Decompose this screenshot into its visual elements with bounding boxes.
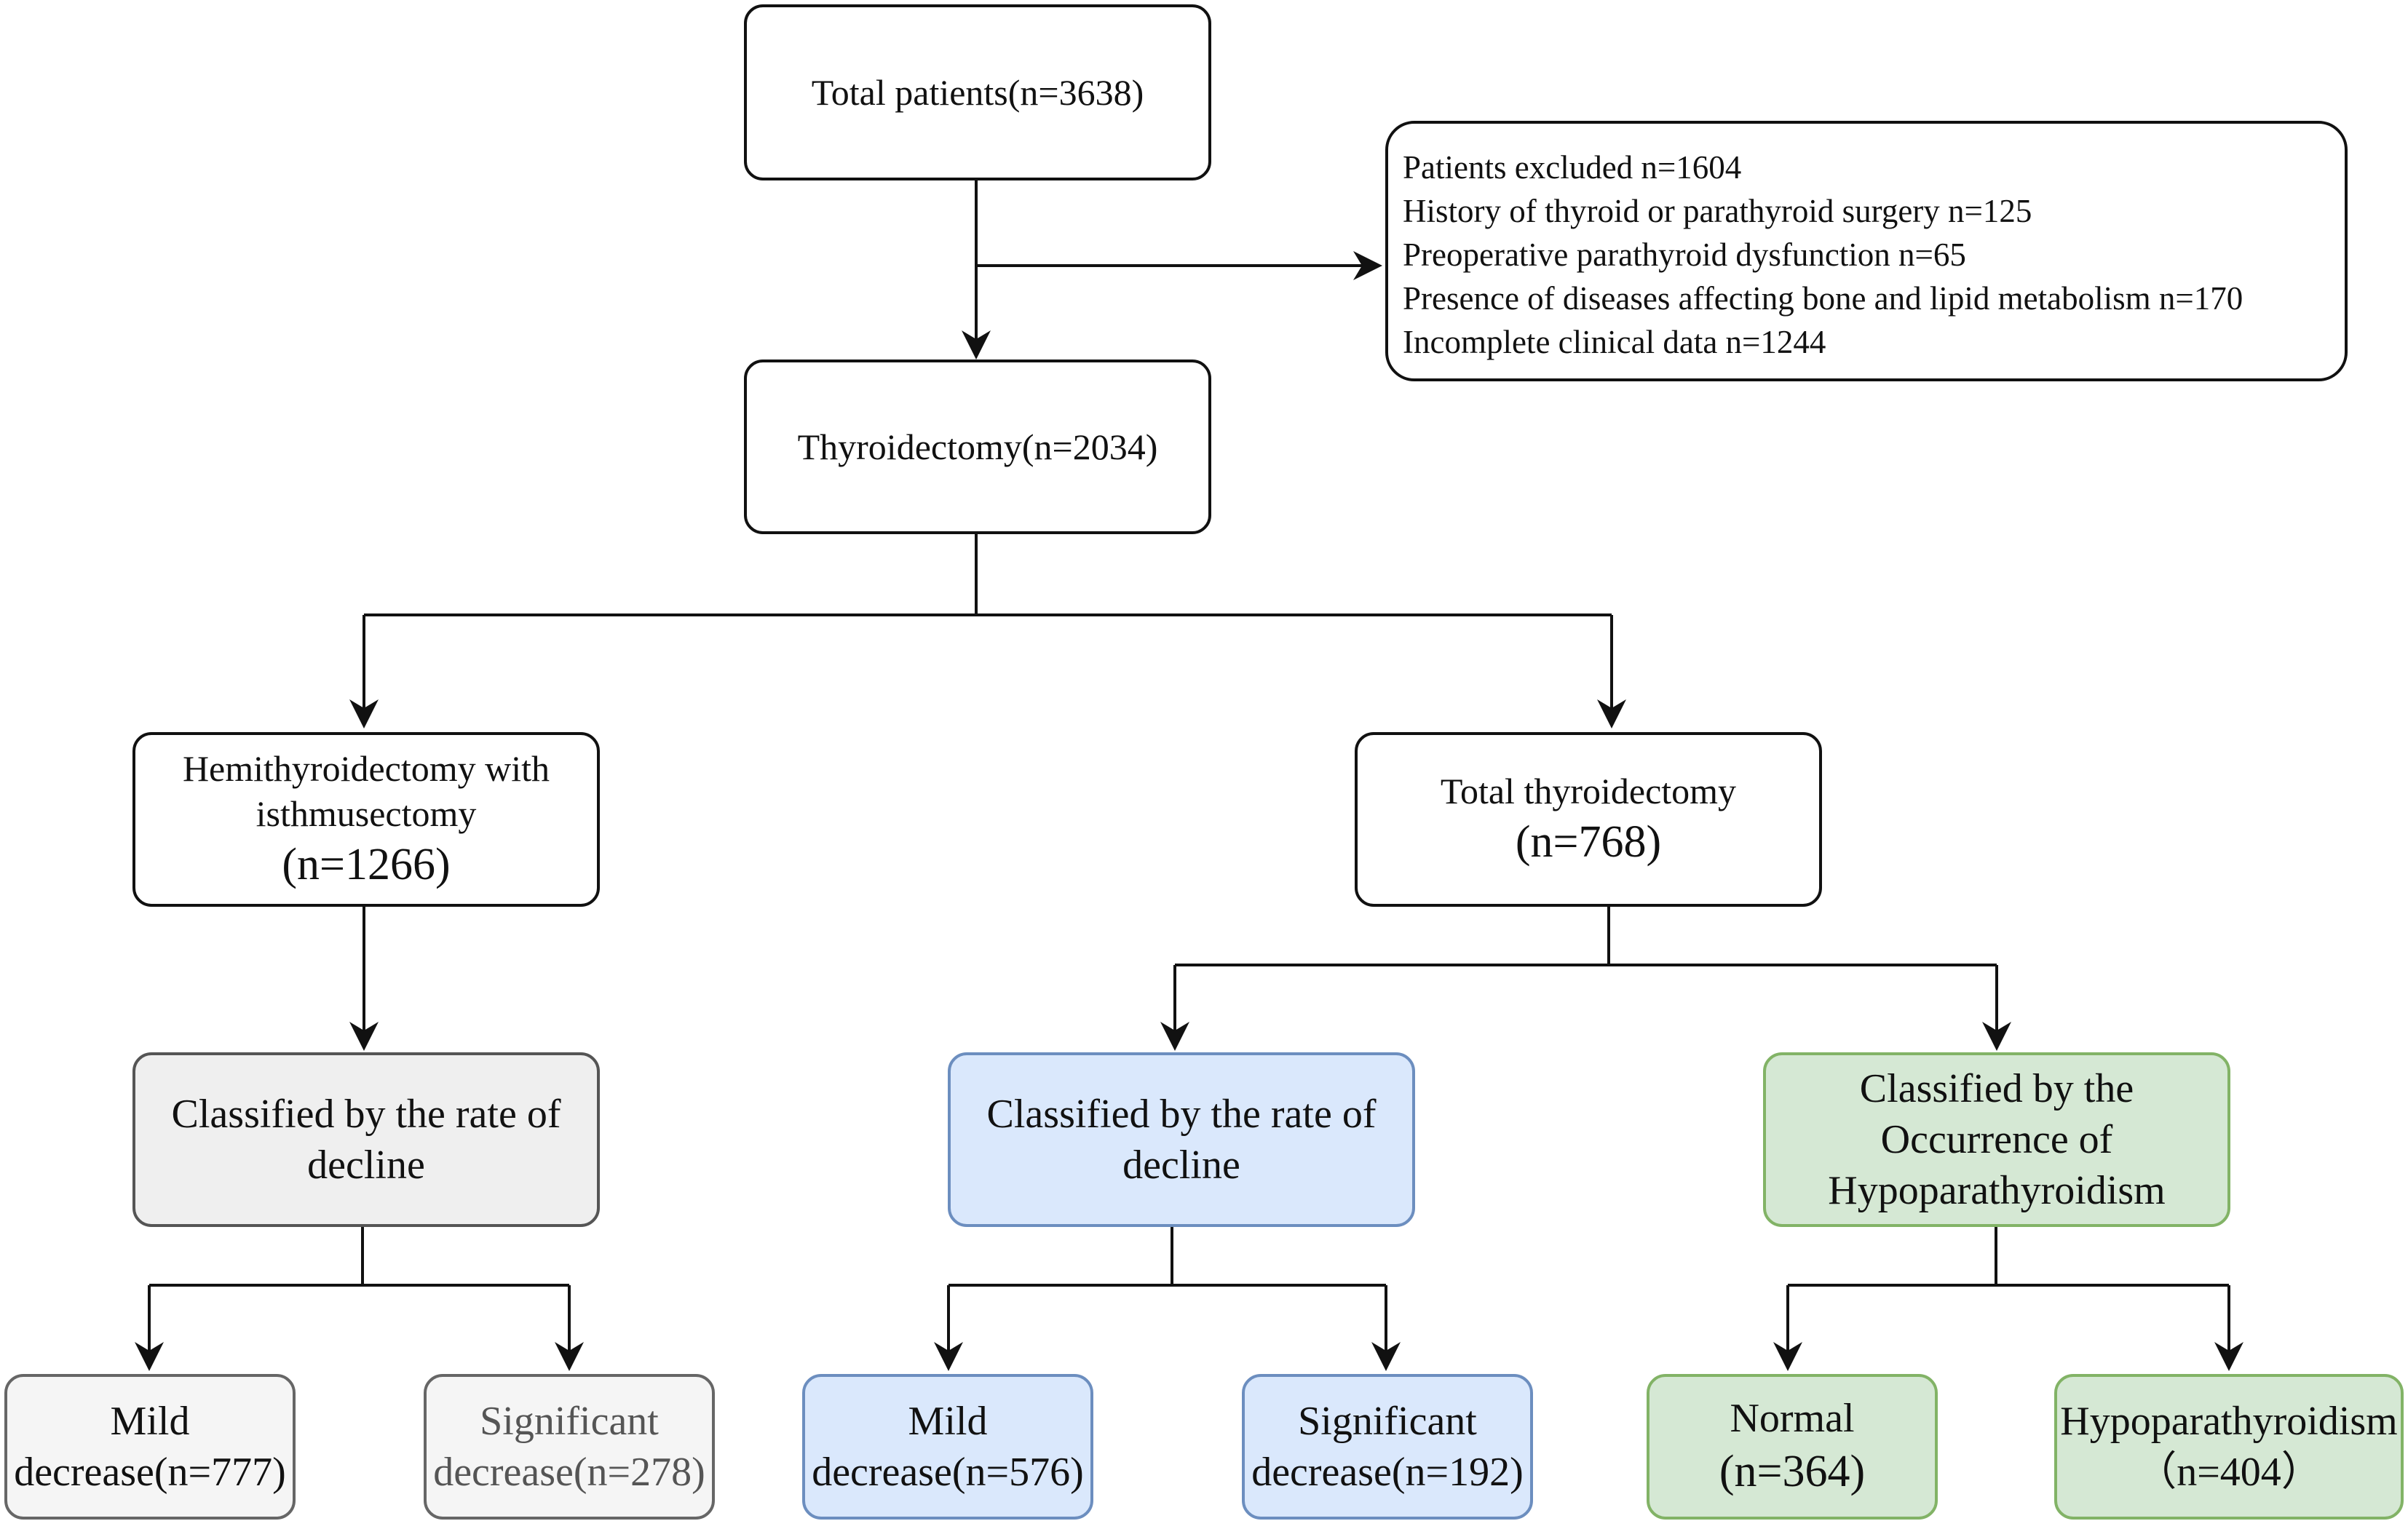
leaf-line: decrease(n=192) (1251, 1450, 1524, 1495)
classify-line: decline (307, 1143, 425, 1188)
classify-line: decline (1122, 1143, 1240, 1188)
total-patients-box: Total patients(n=3638) (744, 4, 1211, 180)
split-classify-gray (149, 1227, 569, 1287)
hemi-significant-decrease-box: Significant decrease(n=278) (424, 1374, 715, 1520)
classify-line: Classified by the rate of (986, 1092, 1377, 1137)
leaf-line: Mild (110, 1399, 190, 1444)
classify-decline-total-box: Classified by the rate of decline (948, 1052, 1415, 1227)
hemithyroidectomy-count: (n=1266) (282, 839, 451, 889)
total-thyroidectomy-label: Total thyroidectomy (1440, 771, 1737, 811)
classify-hypoparathyroidism-box: Classified by the Occurrence of Hypopara… (1763, 1052, 2230, 1227)
leaf-line: Normal (1730, 1396, 1855, 1442)
split-classify-blue (948, 1227, 1386, 1287)
hemithyroidectomy-box: Hemithyroidectomy with isthmusectomy (n=… (132, 732, 600, 907)
leaf-line: decrease(n=576) (812, 1450, 1084, 1495)
classify-line: Classified by the (1859, 1066, 2134, 1111)
total-thyroidectomy-count: (n=768) (1515, 817, 1662, 867)
thyroidectomy-box: Thyroidectomy(n=2034) (744, 360, 1211, 534)
leaf-line: Significant (1298, 1399, 1477, 1444)
total-significant-decrease-box: Significant decrease(n=192) (1242, 1374, 1533, 1520)
total-thyroidectomy-box: Total thyroidectomy (n=768) (1355, 732, 1822, 907)
exclusion-box: Patients excluded n=1604 History of thyr… (1385, 121, 2348, 381)
exclusion-line: Patients excluded n=1604 (1403, 149, 1742, 186)
leaf-line: （n=404） (2136, 1450, 2322, 1495)
split-classify-green (1788, 1227, 2229, 1287)
hemithyroidectomy-line: Hemithyroidectomy with (182, 747, 550, 789)
split-thyroidectomy (364, 534, 1612, 616)
hemi-mild-decrease-box: Mild decrease(n=777) (4, 1374, 296, 1520)
thyroidectomy-label: Thyroidectomy(n=2034) (797, 426, 1158, 467)
exclusion-line: History of thyroid or parathyroid surger… (1403, 193, 2032, 229)
leaf-line: decrease(n=278) (433, 1450, 705, 1495)
exclusion-line: Presence of diseases affecting bone and … (1403, 280, 2243, 317)
hemithyroidectomy-line: isthmusectomy (256, 793, 477, 835)
split-total (1175, 907, 1997, 966)
classify-line: Hypoparathyroidism (1828, 1168, 2166, 1213)
exclusion-line: Preoperative parathyroid dysfunction n=6… (1403, 237, 1966, 273)
leaf-line: Hypoparathyroidism (2060, 1399, 2398, 1444)
total-mild-decrease-box: Mild decrease(n=576) (802, 1374, 1093, 1520)
leaf-line: Mild (908, 1399, 988, 1444)
leaf-line: Significant (480, 1399, 659, 1444)
classify-decline-hemi-box: Classified by the rate of decline (132, 1052, 600, 1227)
leaf-count: (n=364) (1719, 1447, 1866, 1497)
leaf-line: decrease(n=777) (14, 1450, 286, 1495)
normal-box: Normal (n=364) (1647, 1374, 1938, 1520)
classify-line: Occurrence of (1880, 1117, 2113, 1162)
exclusion-line: Incomplete clinical data n=1244 (1403, 324, 1826, 360)
total-patients-label: Total patients(n=3638) (811, 71, 1144, 113)
hypoparathyroidism-box: Hypoparathyroidism （n=404） (2054, 1374, 2404, 1520)
classify-line: Classified by the rate of (171, 1092, 561, 1137)
